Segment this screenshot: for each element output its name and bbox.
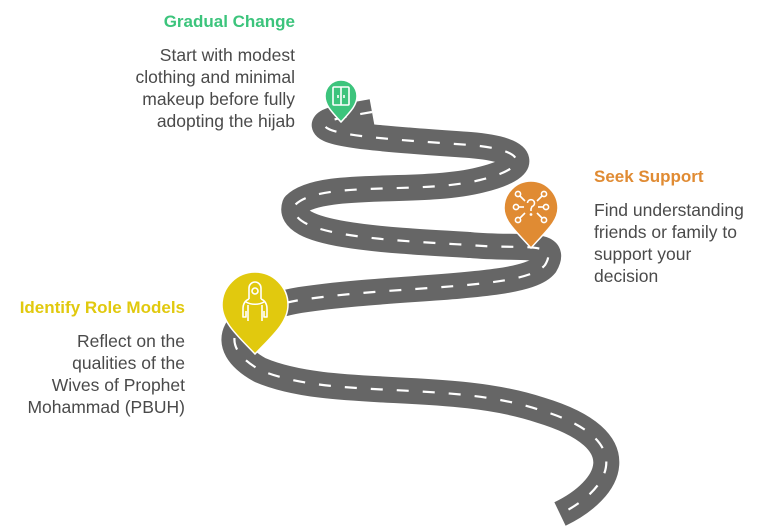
network-question-icon — [512, 190, 550, 224]
description-line: Start with modest — [159, 45, 295, 65]
description-line: adopting the hijab — [156, 111, 295, 131]
description-line: support your — [594, 244, 692, 264]
step-description: Find understanding friends or family to … — [594, 199, 764, 287]
pin-support[interactable] — [503, 180, 559, 250]
step-seek-support: Seek Support Find understanding friends … — [594, 167, 764, 287]
description-line: Wives of Prophet — [51, 375, 185, 395]
step-gradual-change: Gradual Change Start with modest clothin… — [110, 12, 295, 132]
hijab-person-icon — [242, 281, 268, 321]
step-description: Start with modest clothing and minimal m… — [110, 44, 295, 132]
step-title: Identify Role Models — [19, 298, 185, 317]
pin-rolemodels[interactable] — [221, 271, 289, 356]
description-line: Find understanding — [594, 200, 744, 220]
description-line: decision — [594, 266, 659, 286]
pin-gradual[interactable] — [324, 79, 358, 124]
description-line: friends or family to — [594, 222, 737, 242]
step-description: Reflect on the qualities of the Wives of… — [4, 330, 185, 418]
description-line: clothing and minimal — [135, 67, 295, 87]
description-line: qualities of the — [72, 353, 185, 373]
description-line: Reflect on the — [77, 331, 185, 351]
road-surface — [221, 99, 620, 526]
pin-shape — [221, 271, 289, 356]
road-center-line — [233, 110, 608, 515]
description-line: Mohammad (PBUH) — [27, 397, 185, 417]
description-line: makeup before fully — [142, 89, 295, 109]
step-title: Gradual Change — [163, 12, 295, 31]
step-identify-role-models: Identify Role Models Reflect on the qual… — [4, 298, 185, 418]
step-title: Seek Support — [594, 167, 704, 186]
door-icon — [332, 86, 350, 106]
